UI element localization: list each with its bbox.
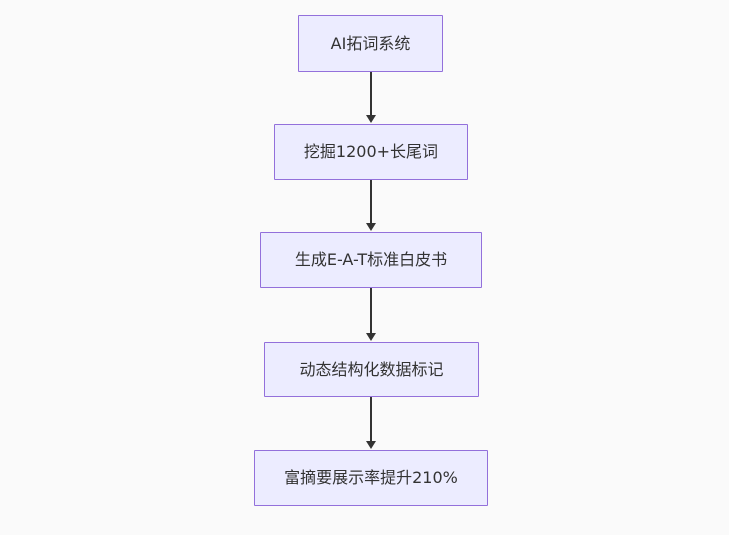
edge-line-3 [370, 288, 372, 333]
arrowhead-down-icon [366, 333, 376, 341]
edge-line-4 [370, 397, 372, 441]
flowchart-node-1: AI拓词系统 [298, 15, 443, 72]
flowchart-node-5-label: 富摘要展示率提升210% [284, 468, 458, 488]
flowchart-node-3-label: 生成E-A-T标准白皮书 [294, 250, 448, 270]
flowchart-node-4: 动态结构化数据标记 [264, 342, 479, 397]
flowchart-node-3: 生成E-A-T标准白皮书 [260, 232, 482, 288]
flowchart-node-5: 富摘要展示率提升210% [254, 450, 488, 506]
arrowhead-down-icon [366, 223, 376, 231]
arrowhead-down-icon [366, 441, 376, 449]
flowchart-node-4-label: 动态结构化数据标记 [299, 359, 444, 379]
arrowhead-down-icon [366, 115, 376, 123]
edge-line-1 [370, 72, 372, 115]
flowchart-node-2-label: 挖掘1200+长尾词 [303, 142, 439, 162]
flowchart-node-2: 挖掘1200+长尾词 [274, 124, 468, 180]
edge-line-2 [370, 180, 372, 223]
flowchart-node-1-label: AI拓词系统 [330, 33, 411, 53]
